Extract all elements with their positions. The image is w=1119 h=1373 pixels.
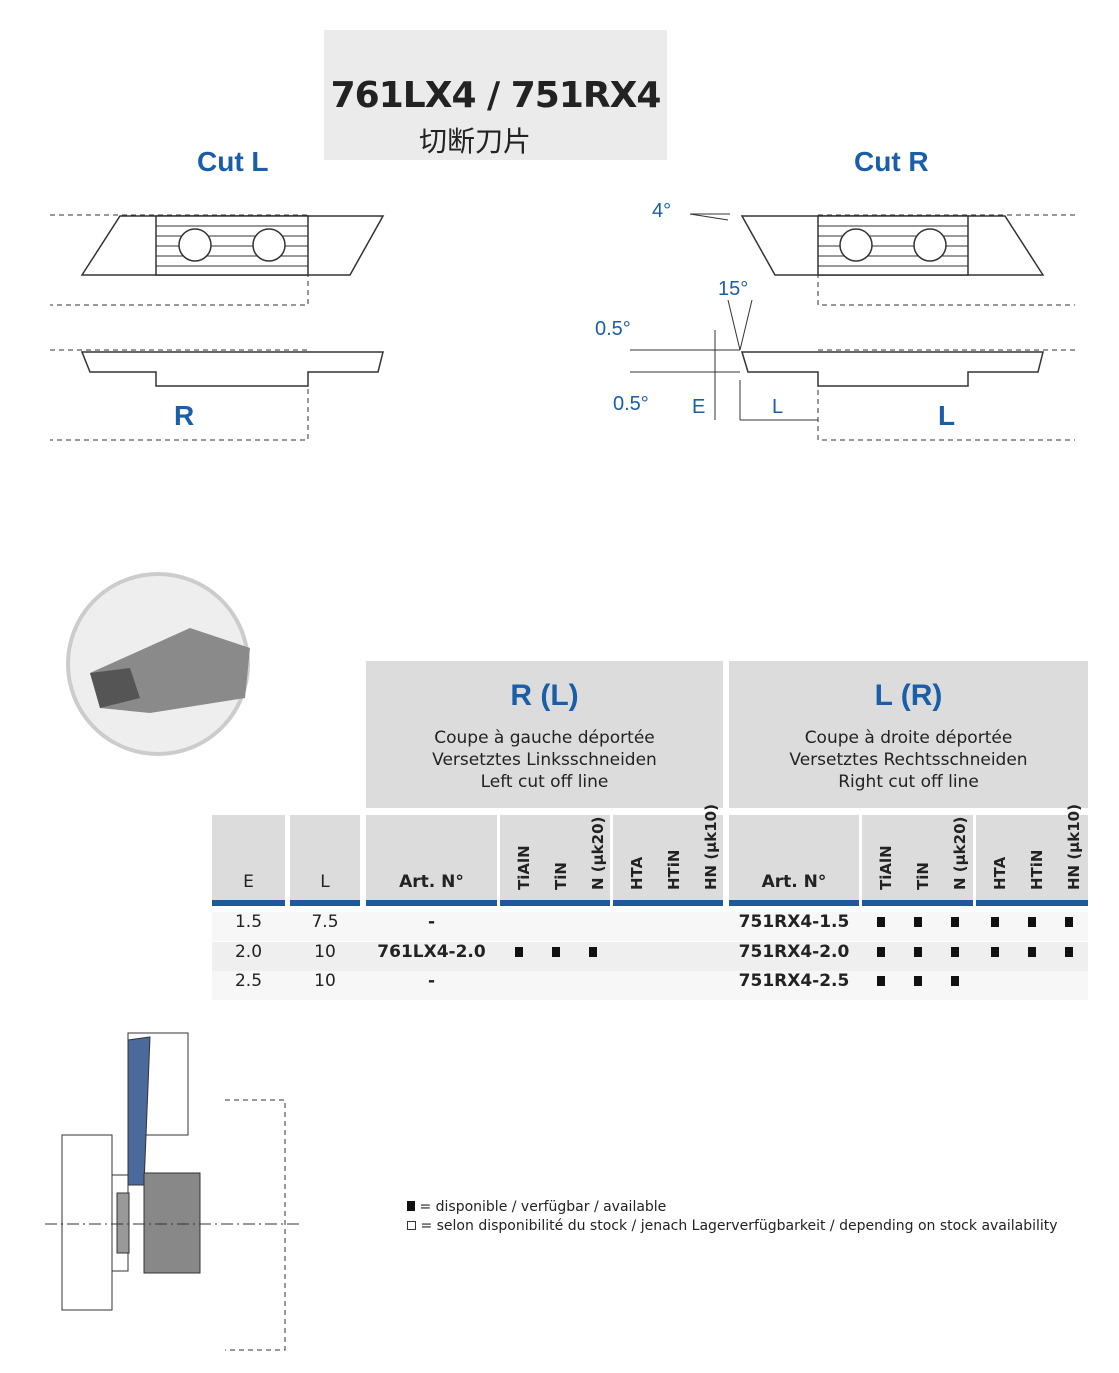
cell-art-left: -: [427, 971, 436, 991]
group-desc-en: Right cut off line: [838, 772, 979, 792]
available-square-icon: [899, 971, 936, 1000]
col-art-left: Art. N°: [366, 815, 497, 906]
available-square-icon: [537, 942, 574, 971]
title-box: 761LX4 / 751RX4 切断刀片: [324, 30, 667, 160]
angle-15: 15°: [718, 278, 749, 300]
col-art-right: Art. N°: [729, 815, 859, 906]
col-coatings-4: HTA HTiN HN (µk10): [976, 804, 1088, 906]
group-header-left: R (L) Coupe à gauche déportée Versetztes…: [366, 661, 723, 808]
group-header-right: L (R) Coupe à droite déportée Versetztes…: [729, 661, 1088, 808]
available-square-icon: [862, 971, 899, 1000]
label-r: R: [174, 400, 195, 431]
available-square-icon: [1050, 912, 1087, 941]
dim-l: L: [772, 396, 784, 418]
cell-e: 1.5: [234, 912, 263, 932]
legend-stock: = selon disponibilité du stock / jenach …: [407, 1218, 1058, 1234]
page-title: 761LX4 / 751RX4: [330, 75, 662, 116]
cell-art-left: 761LX4-2.0: [377, 941, 486, 962]
available-square-icon: [1050, 942, 1087, 971]
group-desc-de: Versetztes Linksschneiden: [432, 750, 657, 770]
available-square-icon: [936, 971, 973, 1000]
angle-05-bottom: 0.5°: [613, 393, 649, 415]
group-title: R (L): [510, 679, 579, 712]
available-square-icon: [936, 912, 973, 941]
cell-l: 10: [314, 971, 336, 991]
available-square-icon: [976, 942, 1013, 971]
available-square-icon: [574, 942, 611, 971]
cut-r-label: Cut R: [854, 146, 929, 177]
table-row: 1.5 7.5 - 751RX4-1.5: [212, 912, 1088, 941]
page-subtitle: 切断刀片: [419, 125, 532, 158]
cell-l: 7.5: [311, 912, 339, 932]
col-coatings-2: HTA HTiN HN (µk10): [613, 804, 723, 906]
group-title: L (R): [874, 679, 943, 712]
empty-square-icon: [407, 1221, 416, 1230]
col-coatings-1: TiAlN TiN N (µk20): [500, 815, 610, 906]
group-desc-fr: Coupe à droite déportée: [804, 728, 1013, 748]
machining-diagram: [45, 1032, 300, 1351]
angle-05-top: 0.5°: [595, 318, 631, 340]
cell-art-left: -: [427, 912, 436, 932]
cell-art-right: 751RX4-1.5: [738, 912, 850, 932]
legend-available: = disponible / verfügbar / available: [407, 1199, 666, 1215]
filled-square-icon: [407, 1201, 415, 1211]
group-desc-de: Versetztes Rechtsschneiden: [789, 750, 1028, 770]
available-square-icon: [899, 912, 936, 941]
available-square-icon: [1013, 912, 1050, 941]
dim-e: E: [692, 396, 706, 418]
col-l: L: [290, 815, 360, 906]
available-square-icon: [500, 942, 537, 971]
cell-art-right: 751RX4-2.5: [738, 971, 850, 991]
available-square-icon: [1013, 942, 1050, 971]
table-row: 2.0 10 761LX4-2.0 751RX4-2.0: [212, 941, 1088, 971]
cell-art-right: 751RX4-2.0: [738, 941, 850, 962]
cell-l: 10: [314, 941, 336, 962]
available-square-icon: [862, 942, 899, 971]
insert-photo: [66, 572, 250, 756]
table-row: 2.5 10 - 751RX4-2.5: [212, 971, 1088, 1000]
available-square-icon: [976, 912, 1013, 941]
label-l: L: [938, 400, 956, 431]
available-square-icon: [936, 942, 973, 971]
cell-e: 2.5: [234, 971, 263, 991]
group-desc-en: Left cut off line: [480, 772, 609, 792]
cut-l-drawing: [50, 214, 385, 441]
col-coatings-3: TiAlN TiN N (µk20): [862, 815, 973, 906]
group-desc-fr: Coupe à gauche déportée: [434, 728, 655, 748]
cut-r-drawing: [630, 213, 1075, 441]
available-square-icon: [899, 942, 936, 971]
cut-l-label: Cut L: [197, 146, 269, 177]
col-e: E: [212, 815, 285, 906]
cell-e: 2.0: [234, 941, 263, 962]
angle-4: 4°: [652, 200, 672, 222]
available-square-icon: [862, 912, 899, 941]
insert-drawings: [50, 213, 1075, 441]
